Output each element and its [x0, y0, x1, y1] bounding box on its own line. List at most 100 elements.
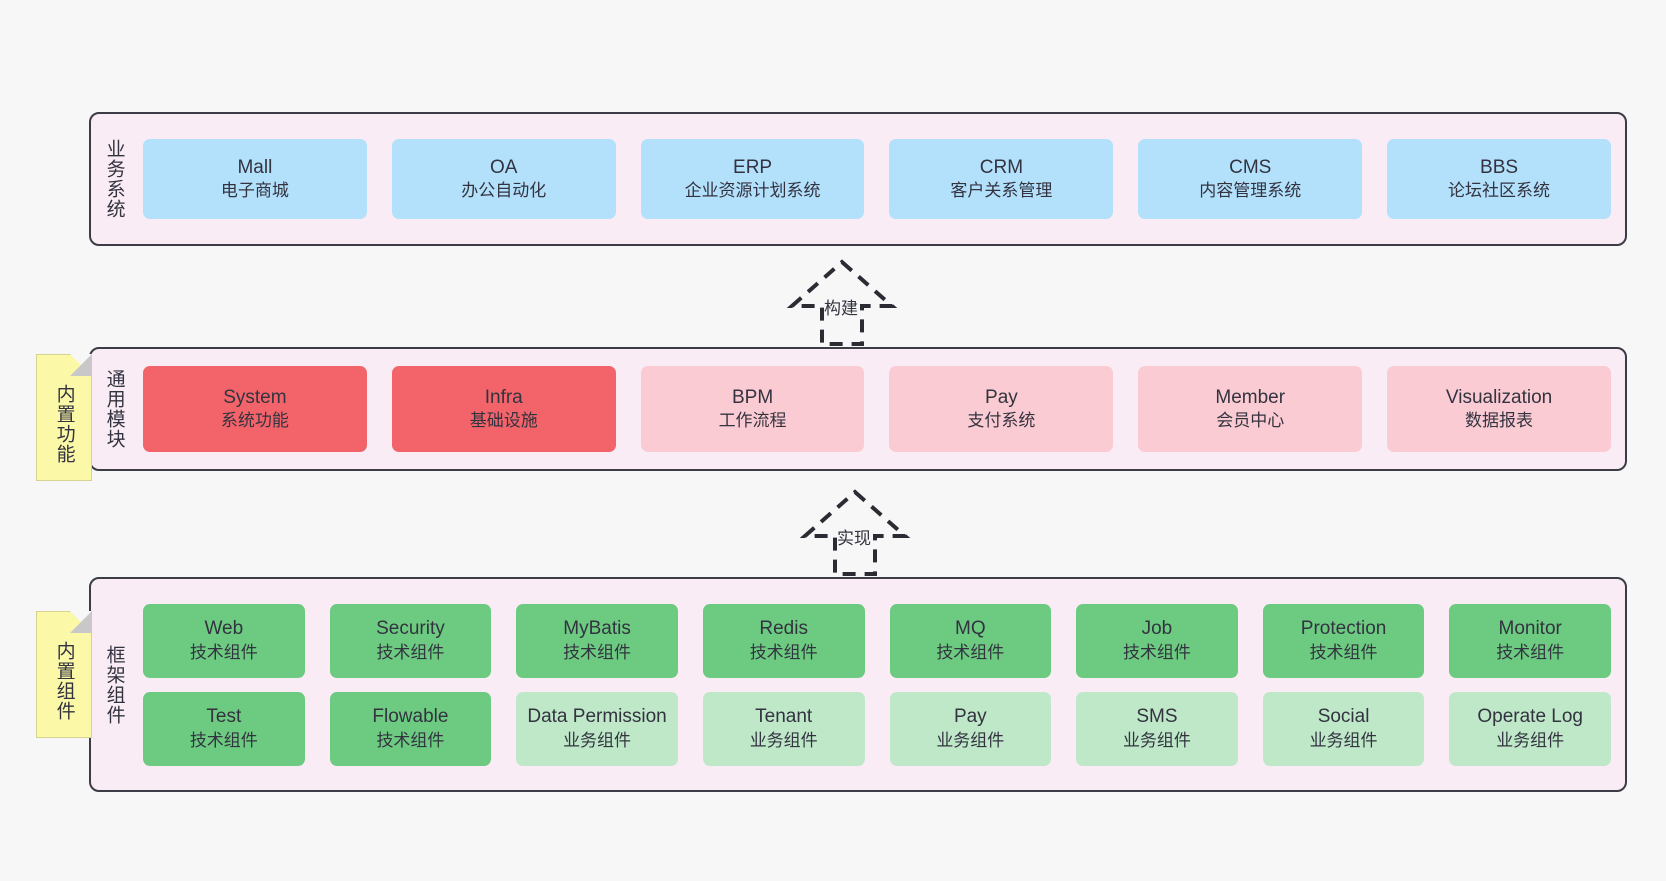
build-arrow: 构建: [752, 256, 932, 346]
card-title-cn: 业务组件: [749, 730, 818, 750]
business-card-crm[interactable]: CRM 客户关系管理: [889, 139, 1114, 219]
card-title-cn: 业务组件: [936, 730, 1005, 750]
module-card-bpm[interactable]: BPM 工作流程: [640, 366, 865, 452]
card-title-en: Mall: [237, 156, 273, 178]
business-system-layer-title: 业务系统: [103, 139, 125, 219]
card-title-en: Redis: [759, 618, 808, 640]
card-title-cn: 会员中心: [1216, 411, 1285, 431]
card-title-en: Flowable: [372, 706, 449, 728]
module-card-member[interactable]: Member 会员中心: [1138, 366, 1363, 452]
card-title-en: Pay: [953, 706, 987, 728]
business-card-bbs[interactable]: BBS 论坛社区系统: [1387, 139, 1611, 219]
card-title-en: Visualization: [1445, 386, 1553, 408]
framework-component-layer-title: 框架组件: [103, 644, 125, 725]
card-title-cn: 数据报表: [1465, 411, 1534, 431]
card-title-en: Web: [204, 618, 244, 640]
business-card-row: Mall 电子商城 OA 办公自动化 ERP 企业资源计划系统 CRM 客户关系管理 CMS 内容…: [143, 139, 1611, 219]
card-title-cn: 技术组件: [749, 642, 818, 662]
business-card-cms[interactable]: CMS 内容管理系统: [1138, 139, 1363, 219]
card-title-cn: 企业资源计划系统: [684, 181, 821, 201]
implement-arrow: 实现: [765, 486, 945, 581]
card-title-en: BBS: [1480, 156, 1519, 178]
module-card-system[interactable]: System 系统功能: [143, 366, 367, 452]
card-title-cn: 客户关系管理: [950, 181, 1053, 201]
card-title-en: Operate Log: [1477, 706, 1583, 728]
card-title-cn: 技术组件: [936, 642, 1005, 662]
card-title-en: Pay: [985, 386, 1018, 408]
card-title-en: CRM: [979, 156, 1024, 178]
card-title-cn: 基础设施: [469, 411, 538, 431]
build-arrow-svg: [786, 259, 898, 346]
card-title-en: Tenant: [755, 706, 813, 728]
card-title-en: Monitor: [1498, 618, 1562, 640]
implement-arrow-label: 实现: [837, 529, 871, 548]
card-title-en: Protection: [1300, 618, 1387, 640]
card-title-en: MyBatis: [563, 618, 631, 640]
card-title-cn: 技术组件: [1122, 642, 1191, 662]
card-title-cn: 技术组件: [1309, 642, 1378, 662]
card-title-cn: 技术组件: [189, 730, 258, 750]
card-title-en: Infra: [484, 386, 523, 408]
card-title-cn: 论坛社区系统: [1448, 181, 1551, 201]
module-card-row: System 系统功能 Infra 基础设施 BPM 工作流程 Pay 支付系统 Member 会…: [143, 366, 1611, 452]
card-title-en: Test: [206, 706, 242, 728]
module-card-visualization[interactable]: Visualization 数据报表: [1387, 366, 1611, 452]
card-title-cn: 业务组件: [1122, 730, 1191, 750]
module-card-pay[interactable]: Pay 支付系统: [889, 366, 1114, 452]
card-title-en: BPM: [731, 386, 774, 408]
business-card-erp[interactable]: ERP 企业资源计划系统: [640, 139, 865, 219]
card-title-en: CMS: [1229, 156, 1272, 178]
card-title-cn: 支付系统: [967, 411, 1036, 431]
business-card-mall[interactable]: Mall 电子商城: [143, 139, 367, 219]
business-system-layer: 业务系统 Mall 电子商城 OA 办公自动化 ERP 企业资源计划系统 CRM 客户关系管理…: [89, 112, 1627, 246]
card-title-en: Data Permission: [527, 706, 667, 728]
card-title-en: OA: [490, 156, 518, 178]
card-title-cn: 电子商城: [220, 181, 289, 201]
builtin-function-note-text: 内置功能: [53, 383, 75, 464]
common-module-layer-title: 通用模块: [103, 369, 125, 449]
card-title-cn: 业务组件: [563, 730, 632, 750]
card-title-cn: 技术组件: [376, 730, 445, 750]
builtin-component-note: 内置组件: [36, 611, 92, 738]
card-title-cn: 技术组件: [1496, 642, 1565, 662]
module-card-infra[interactable]: Infra 基础设施: [391, 366, 616, 452]
card-title-en: Social: [1317, 706, 1370, 728]
card-title-cn: 内容管理系统: [1199, 181, 1302, 201]
card-title-en: SMS: [1136, 706, 1178, 728]
card-title-en: Member: [1215, 386, 1286, 408]
business-card-oa[interactable]: OA 办公自动化: [391, 139, 616, 219]
card-title-cn: 技术组件: [563, 642, 632, 662]
card-title-cn: 业务组件: [1496, 730, 1565, 750]
card-title-en: MQ: [955, 618, 986, 640]
card-title-cn: 工作流程: [718, 411, 787, 431]
card-title-cn: 办公自动化: [461, 181, 547, 201]
card-title-en: ERP: [733, 156, 773, 178]
build-arrow-label: 构建: [824, 299, 858, 318]
implement-arrow-svg: [799, 489, 911, 576]
builtin-component-note-text: 内置组件: [53, 640, 75, 721]
card-title-cn: 业务组件: [1309, 730, 1378, 750]
card-title-cn: 系统功能: [220, 411, 289, 431]
card-title-en: Security: [376, 618, 445, 640]
card-title-en: System: [223, 386, 287, 408]
common-module-layer: 通用模块 System 系统功能 Infra 基础设施 BPM 工作流程 Pay 支付系统 Me…: [89, 347, 1627, 471]
card-title-cn: 技术组件: [189, 642, 258, 662]
